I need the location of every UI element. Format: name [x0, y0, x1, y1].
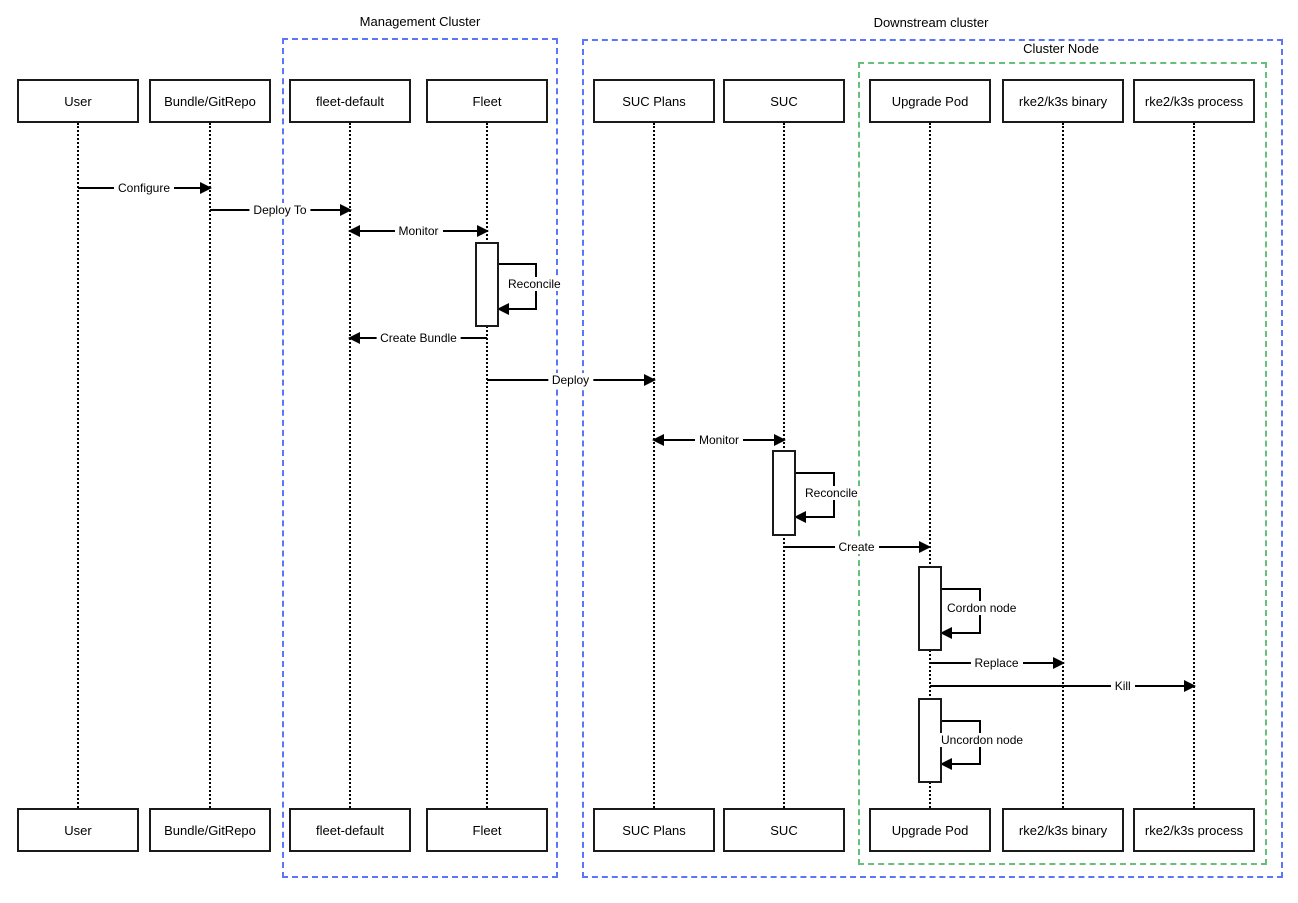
arrowhead-icon: [348, 332, 360, 344]
actor-top-suc-plans: SUC Plans: [593, 79, 715, 123]
message-replace: Replace: [930, 656, 1065, 670]
actor-bottom-fleet: Fleet: [426, 808, 548, 852]
arrowhead-icon: [774, 434, 786, 446]
lifeline-rke2-k3s-binary: [1062, 123, 1064, 808]
arrowhead-icon: [794, 511, 806, 523]
actor-top-suc: SUC: [723, 79, 845, 123]
message-configure: Configure: [78, 181, 212, 195]
message-label: Configure: [113, 181, 175, 195]
activation-upgrade-pod-1: [918, 566, 942, 651]
lifeline-bundle-gitrepo: [209, 123, 211, 808]
downstream-cluster-boundary: [582, 39, 1283, 878]
message-label: Monitor: [394, 224, 443, 238]
actor-top-bundle-gitrepo: Bundle/GitRepo: [149, 79, 271, 123]
arrowhead-icon: [497, 303, 509, 315]
actor-top-user: User: [17, 79, 139, 123]
cluster-node-boundary: [858, 62, 1267, 865]
actor-top-upgrade-pod: Upgrade Pod: [869, 79, 991, 123]
arrowhead-icon: [200, 182, 212, 194]
arrowhead-icon: [1184, 680, 1196, 692]
message-label: Kill: [1110, 679, 1135, 693]
message-label-reconcile-fleet: Reconcile: [505, 277, 564, 291]
message-label-cordon-node: Cordon node: [944, 601, 1020, 615]
message-label: Replace: [970, 656, 1023, 670]
arrowhead-icon: [919, 541, 931, 553]
activation-fleet: [475, 242, 499, 327]
lifeline-rke2-k3s-process: [1193, 123, 1195, 808]
arrowhead-icon: [340, 204, 352, 216]
message-kill: Kill: [930, 679, 1196, 693]
message-label: Create Bundle: [376, 331, 461, 345]
downstream-cluster-label: Downstream cluster: [869, 15, 993, 30]
actor-bottom-bundle-gitrepo: Bundle/GitRepo: [149, 808, 271, 852]
lifeline-upgrade-pod: [929, 123, 931, 808]
arrowhead-icon: [348, 225, 360, 237]
message-label-reconcile-suc: Reconcile: [802, 486, 861, 500]
actor-bottom-upgrade-pod: Upgrade Pod: [869, 808, 991, 852]
message-label-uncordon-node: Uncordon node: [938, 733, 1027, 747]
arrowhead-icon: [940, 758, 952, 770]
actor-bottom-rke2-k3s-process: rke2/k3s process: [1133, 808, 1255, 852]
cluster-node-label: Cluster Node: [1019, 41, 1103, 56]
message-create-bundle: Create Bundle: [348, 331, 487, 345]
message-label: Deploy: [547, 373, 594, 387]
management-cluster-label: Management Cluster: [355, 14, 485, 29]
message-monitor-fleet: Monitor: [348, 224, 489, 238]
arrowhead-icon: [940, 627, 952, 639]
message-create: Create: [784, 540, 931, 554]
arrowhead-icon: [644, 374, 656, 386]
message-label: Deploy To: [249, 203, 311, 217]
actor-top-fleet: Fleet: [426, 79, 548, 123]
actor-bottom-rke2-k3s-binary: rke2/k3s binary: [1002, 808, 1124, 852]
lifeline-user: [77, 123, 79, 808]
message-label: Create: [834, 540, 879, 554]
actor-top-rke2-k3s-binary: rke2/k3s binary: [1002, 79, 1124, 123]
actor-top-rke2-k3s-process: rke2/k3s process: [1133, 79, 1255, 123]
arrowhead-icon: [652, 434, 664, 446]
activation-suc: [772, 450, 796, 536]
message-label: Monitor: [694, 433, 744, 447]
management-cluster-boundary: [282, 38, 558, 878]
actor-bottom-suc: SUC: [723, 808, 845, 852]
lifeline-fleet-default: [349, 123, 351, 808]
actor-top-fleet-default: fleet-default: [289, 79, 411, 123]
arrowhead-icon: [477, 225, 489, 237]
message-deploy: Deploy: [487, 373, 656, 387]
message-deploy-to: Deploy To: [210, 203, 352, 217]
message-monitor-suc: Monitor: [652, 433, 786, 447]
arrowhead-icon: [1053, 657, 1065, 669]
actor-bottom-suc-plans: SUC Plans: [593, 808, 715, 852]
actor-bottom-fleet-default: fleet-default: [289, 808, 411, 852]
lifeline-suc-plans: [653, 123, 655, 808]
lifeline-fleet: [486, 123, 488, 808]
actor-bottom-user: User: [17, 808, 139, 852]
